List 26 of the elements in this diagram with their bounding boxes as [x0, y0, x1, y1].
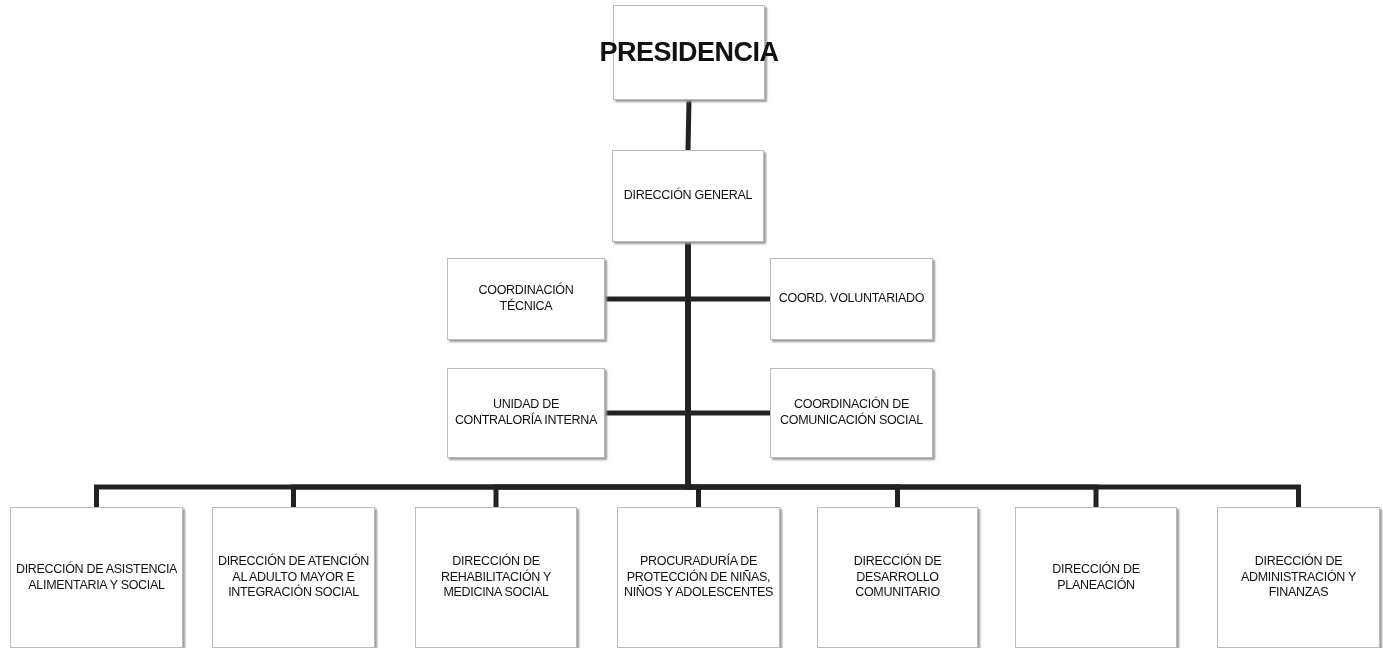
unit-name: COORDINACIÓN DE COMUNICACIÓN SOCIAL: [779, 397, 924, 429]
org-box: [617, 507, 780, 648]
org-box: [1217, 507, 1380, 648]
org-box: [415, 507, 577, 648]
org-box: [1015, 507, 1177, 648]
unit-name: DIRECCIÓN DE ASISTENCIA ALIMENTARIA Y SOCIAL: [15, 561, 178, 594]
org-box: [447, 368, 605, 458]
org-box: [212, 507, 375, 648]
unit-name: COORD. VOLUNTARIADO: [778, 291, 925, 307]
unit-name: COORDINACIÓN TÉCNICA: [477, 283, 575, 315]
org-box: [612, 150, 764, 242]
org-box: [770, 368, 933, 458]
unit-name: DIRECCIÓN DE ATENCIÓN AL ADULTO MAYOR E INTEGRACIÓN SOCIAL: [217, 554, 370, 601]
unit-name: DIRECCIÓN DE PLANEACIÓN: [1051, 561, 1141, 594]
org-box: [447, 258, 605, 340]
unit-name: DIRECCIÓN DE DESARROLLO COMUNITARIO: [852, 554, 943, 601]
unit-name: DIRECCIÓN GENERAL: [623, 188, 753, 204]
unit-name: PROCURADURÍA DE PROTECCIÓN DE NIÑAS, NIÑOS Y ADOLESCENTES: [622, 554, 775, 601]
connector-line: [685, 99, 692, 151]
unit-name: UNIDAD DE CONTRALORÍA INTERNA: [453, 397, 599, 429]
unit-name: PRESIDENCIA: [599, 35, 779, 69]
unit-name: DIRECCIÓN DE REHABILITACIÓN Y MEDICINA SOCIAL: [439, 554, 552, 601]
org-box: [10, 507, 183, 648]
unit-name: DIRECCIÓN DE ADMINISTRACIÓN Y FINANZAS: [1239, 554, 1358, 601]
org-box: [770, 258, 933, 340]
org-box: [817, 507, 978, 648]
